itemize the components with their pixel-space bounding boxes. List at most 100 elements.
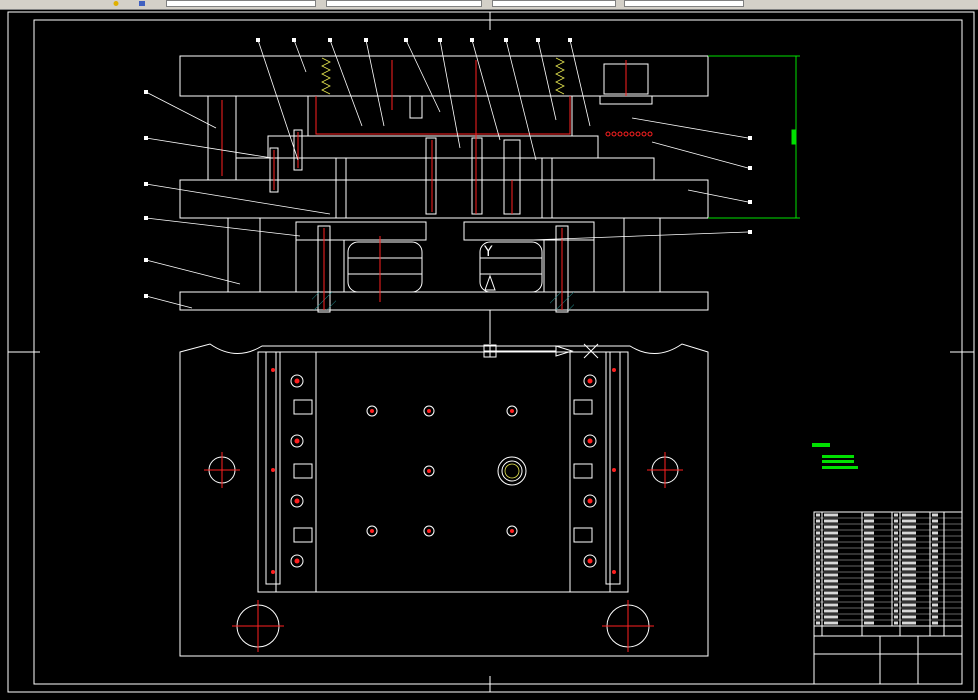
title-block-cell-text (932, 519, 938, 523)
title-block-cell-text (932, 615, 938, 619)
title-block-cell-text (864, 573, 874, 577)
centering-marks (8, 12, 974, 692)
rail-holes (271, 368, 616, 574)
title-block-cell-text (932, 621, 938, 625)
title-block-cell-text (902, 543, 916, 547)
guide-rail-right (605, 351, 621, 585)
title-block-cell-text (932, 537, 938, 541)
center-bore (497, 456, 527, 486)
overall-height-dimension (708, 55, 800, 219)
backing-block-left (295, 221, 427, 241)
title-block-cell-text (902, 531, 916, 535)
title-block-cell-text (894, 549, 898, 553)
title-block-cell-text (816, 513, 820, 517)
screw-holes (290, 374, 597, 568)
properties-icon[interactable] (138, 0, 146, 7)
color-dropdown[interactable] (326, 0, 482, 7)
title-block-cell-text (816, 573, 820, 577)
title-block-cell-text (816, 549, 820, 553)
title-block-cell-text (816, 621, 820, 625)
title-block-cell-text (824, 555, 838, 559)
title-block-cell-text (894, 513, 898, 517)
title-block-cell-text (902, 591, 916, 595)
part-balloon-dots-right (748, 136, 752, 234)
title-block-cell-text (864, 519, 874, 523)
title-block-cell-text (894, 585, 898, 589)
title-block-cell-text (902, 513, 916, 517)
title-block-cell-text (894, 573, 898, 577)
title-block-cell-text (824, 543, 838, 547)
title-block-cell-text (816, 561, 820, 565)
title-block-cell-text (824, 615, 838, 619)
title-block-cell-text (864, 561, 874, 565)
lower-die-shoe (179, 179, 709, 219)
title-block-cell-text (864, 513, 874, 517)
base-plate (179, 291, 709, 311)
title-block-cell-text (932, 573, 938, 577)
title-block-cell-text (824, 531, 838, 535)
title-block-cell-text (902, 615, 916, 619)
title-block-cell-text (902, 585, 916, 589)
title-block-cell-text (894, 561, 898, 565)
title-block-cell-text (864, 615, 874, 619)
pierce-holes (366, 405, 518, 537)
title-block-cell-text (932, 543, 938, 547)
title-block-cell-text (894, 519, 898, 523)
title-block-cell-text (902, 525, 916, 529)
title-block-cell-text (816, 597, 820, 601)
title-block-cell-text (816, 525, 820, 529)
part-balloon-leaders-right (529, 117, 749, 241)
die-insert-outline (257, 351, 629, 593)
title-block-cell-text (932, 549, 938, 553)
section-view: Y (144, 38, 800, 344)
title-block-cell-text (824, 609, 838, 613)
title-block-cell-text (864, 579, 874, 583)
title-block-cell-text (816, 537, 820, 541)
title-block-cell-text (902, 567, 916, 571)
lineweight-dropdown[interactable] (624, 0, 744, 7)
title-block-cell-text (894, 555, 898, 559)
title-block-cell-text (864, 603, 874, 607)
title-block-cell-text (932, 591, 938, 595)
title-block-cell-text (894, 591, 898, 595)
title-block-cell-text (824, 621, 838, 625)
title-block-cell-text (864, 591, 874, 595)
layer-icon[interactable] (112, 0, 120, 7)
cad-toolbar (0, 0, 978, 10)
title-block-cell-text (894, 531, 898, 535)
title-block-cell-text (864, 609, 874, 613)
title-block-cell-text (824, 519, 838, 523)
title-block-cell-text (932, 525, 938, 529)
title-block-cell-text (816, 603, 820, 607)
linetype-dropdown[interactable] (492, 0, 616, 7)
title-block-cell-text (932, 603, 938, 607)
title-block-cell-text (932, 597, 938, 601)
title-block-cell-text (816, 531, 820, 535)
coil-row (605, 131, 653, 137)
rubber-spring-left (347, 241, 423, 293)
guide-rail-left (265, 351, 281, 585)
bolt-hatches (312, 292, 574, 310)
title-block-cell-text (932, 531, 938, 535)
support-leg-right (623, 217, 661, 293)
die-plate (235, 157, 655, 181)
title-block-cell-text (816, 579, 820, 583)
title-block-cell-text (894, 597, 898, 601)
title-block-cell-text (902, 519, 916, 523)
title-block-cell-text (824, 567, 838, 571)
part-balloon-dots-left (144, 90, 148, 298)
support-leg-mid-right (543, 239, 595, 293)
section-centerlines (273, 60, 563, 310)
title-block-cell-text (932, 579, 938, 583)
backing-block-right (463, 221, 595, 241)
title-block-cell-text (816, 519, 820, 523)
title-block-cell-text (894, 543, 898, 547)
plan-view (179, 343, 709, 657)
title-block-cell-text (864, 525, 874, 529)
title-block-cell-text (894, 609, 898, 613)
view-arrow-up (484, 274, 496, 291)
layer-dropdown[interactable] (166, 0, 316, 7)
title-block-cell-text (902, 561, 916, 565)
title-block-cell-text (816, 543, 820, 547)
